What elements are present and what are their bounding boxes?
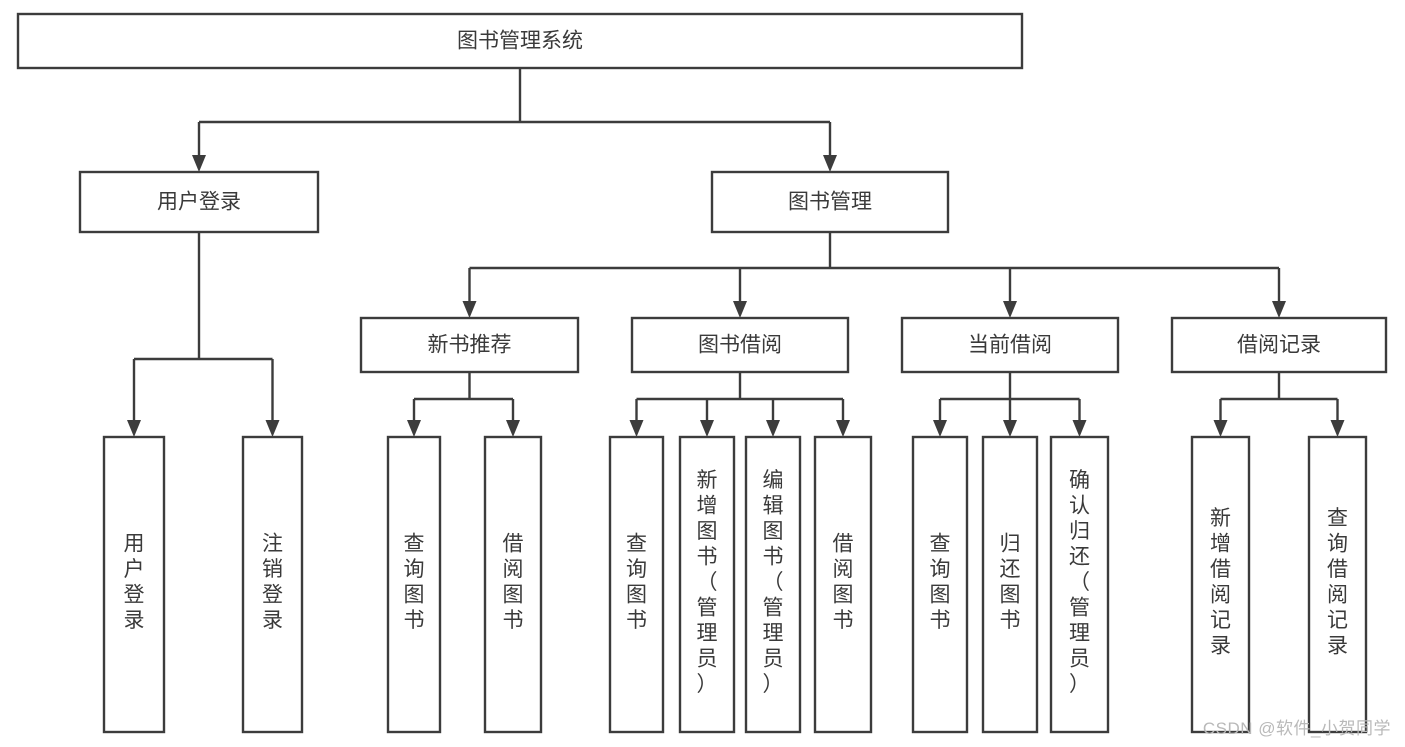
node-box[interactable] [16, 12, 1024, 70]
arrow-head-icon [836, 420, 850, 437]
node-new-book-rec[interactable]: 新书推荐 [359, 316, 580, 374]
node-label: 当前借阅 [968, 334, 1052, 357]
node-box[interactable] [981, 435, 1039, 734]
arrow-head-icon [766, 420, 780, 437]
arrow-head-icon [1003, 301, 1017, 318]
node-current-borrow[interactable]: 当前借阅 [900, 316, 1120, 374]
arrow-head-icon [462, 301, 477, 318]
arrow-head-icon [629, 420, 644, 437]
arrow-head-icon [127, 420, 141, 437]
node-label: 借阅图书 [833, 533, 854, 633]
node-box[interactable] [359, 316, 580, 374]
arrow-head-icon [933, 420, 947, 437]
node-borrow-record[interactable]: 借阅记录 [1170, 316, 1388, 374]
node-box[interactable] [678, 435, 736, 734]
node-box[interactable] [1307, 435, 1368, 734]
node-book-borrow[interactable]: 图书借阅 [630, 316, 850, 374]
node-label: 图书管理 [788, 191, 872, 214]
node-label: 归还图书 [1000, 533, 1021, 633]
arrow-head-icon [192, 155, 206, 172]
node-label: 注销登录 [262, 533, 283, 633]
node-leaf-bb-edit[interactable]: 编辑图书（管理员） [744, 435, 802, 734]
arrow-head-icon [265, 420, 280, 437]
node-leaf-user-logout[interactable]: 注销登录 [241, 435, 304, 734]
node-box[interactable] [608, 435, 665, 734]
node-box[interactable] [1190, 435, 1251, 734]
node-label: 图书管理系统 [457, 30, 583, 53]
node-box[interactable] [911, 435, 969, 734]
node-leaf-bb-query[interactable]: 查询图书 [608, 435, 665, 734]
arrow-head-icon [1072, 420, 1087, 437]
node-leaf-bb-borrow[interactable]: 借阅图书 [813, 435, 873, 734]
node-box[interactable] [1170, 316, 1388, 374]
node-box[interactable] [710, 170, 950, 234]
node-label: 借阅记录 [1237, 334, 1321, 357]
node-layer: 图书管理系统用户登录图书管理新书推荐图书借阅当前借阅借阅记录用户登录注销登录查询… [16, 12, 1388, 734]
node-label: 借阅图书 [503, 533, 524, 633]
node-box[interactable] [630, 316, 850, 374]
arrow-head-icon [407, 420, 421, 437]
node-root[interactable]: 图书管理系统 [16, 12, 1024, 70]
node-label: 新书推荐 [428, 334, 512, 357]
node-label: 编辑图书（管理员） [763, 469, 784, 696]
node-leaf-rec-query[interactable]: 查询图书 [386, 435, 442, 734]
node-user-login[interactable]: 用户登录 [78, 170, 320, 234]
node-leaf-cb-return[interactable]: 归还图书 [981, 435, 1039, 734]
node-label: 用户登录 [157, 191, 241, 214]
arrow-head-icon [1003, 420, 1017, 437]
edge-layer [127, 68, 1345, 437]
arrow-head-icon [1330, 420, 1345, 437]
node-label: 用户登录 [124, 533, 145, 633]
node-box[interactable] [900, 316, 1120, 374]
node-leaf-cb-confirm[interactable]: 确认归还（管理员） [1049, 435, 1110, 734]
node-leaf-rec-borrow[interactable]: 借阅图书 [483, 435, 543, 734]
node-leaf-br-query[interactable]: 查询借阅记录 [1307, 435, 1368, 734]
node-label: 查询图书 [404, 533, 425, 633]
arrow-head-icon [823, 155, 837, 172]
node-leaf-cb-query[interactable]: 查询图书 [911, 435, 969, 734]
node-label: 图书借阅 [698, 334, 782, 357]
node-leaf-user-login[interactable]: 用户登录 [102, 435, 166, 734]
arrow-head-icon [1272, 301, 1286, 318]
arrow-head-icon [733, 301, 747, 318]
node-label: 查询图书 [930, 533, 951, 633]
node-box[interactable] [78, 170, 320, 234]
node-label: 查询借阅记录 [1327, 507, 1348, 658]
node-box[interactable] [102, 435, 166, 734]
node-label: 查询图书 [626, 533, 647, 633]
node-box[interactable] [1049, 435, 1110, 734]
arrow-head-icon [1213, 420, 1228, 437]
node-box[interactable] [813, 435, 873, 734]
arrow-head-icon [506, 420, 520, 437]
node-box[interactable] [744, 435, 802, 734]
node-leaf-br-add[interactable]: 新增借阅记录 [1190, 435, 1251, 734]
node-label: 新增借阅记录 [1210, 507, 1231, 658]
node-label: 新增图书（管理员） [697, 469, 718, 696]
node-label: 确认归还（管理员） [1069, 469, 1090, 696]
node-box[interactable] [386, 435, 442, 734]
node-box[interactable] [241, 435, 304, 734]
node-book-manage[interactable]: 图书管理 [710, 170, 950, 234]
node-box[interactable] [483, 435, 543, 734]
arrow-head-icon [700, 420, 714, 437]
node-leaf-bb-add[interactable]: 新增图书（管理员） [678, 435, 736, 734]
